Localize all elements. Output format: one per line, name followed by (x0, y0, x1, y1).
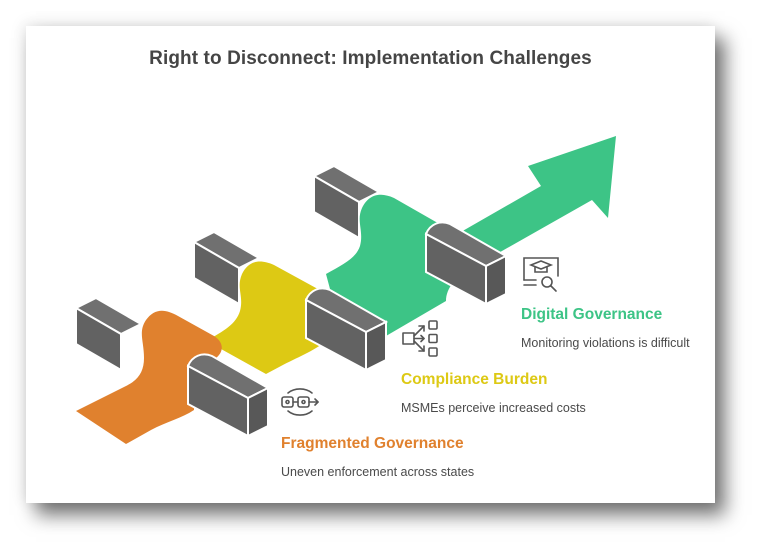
barrier-block-back-3 (311, 164, 382, 240)
orange-ribbon (76, 310, 222, 444)
ribbon-illustration (73, 136, 616, 444)
item-description: Uneven enforcement across states (281, 465, 475, 479)
branching-arrows-boxes-icon (402, 320, 438, 357)
barrier-block-front-1 (186, 353, 271, 438)
item-heading: Digital Governance (521, 306, 663, 323)
page-title: Right to Disconnect: Implementation Chal… (149, 48, 592, 69)
barrier-block-front-2 (304, 287, 389, 372)
barrier-block-front-3 (424, 221, 509, 306)
item-heading: Fragmented Governance (281, 435, 464, 452)
barrier-block-back-1 (73, 296, 144, 372)
monitor-graduation-cap-search-icon (523, 257, 559, 292)
barrier-block-back-2 (191, 230, 262, 306)
yellow-ribbon (206, 261, 336, 374)
item-description: Monitoring violations is difficult (521, 336, 690, 350)
infographic-card: Right to Disconnect: Implementation Chal… (26, 26, 715, 503)
item-heading: Compliance Burden (401, 371, 548, 388)
item-description: MSMEs perceive increased costs (401, 401, 586, 415)
linked-nodes-cycle-icon (281, 388, 319, 416)
